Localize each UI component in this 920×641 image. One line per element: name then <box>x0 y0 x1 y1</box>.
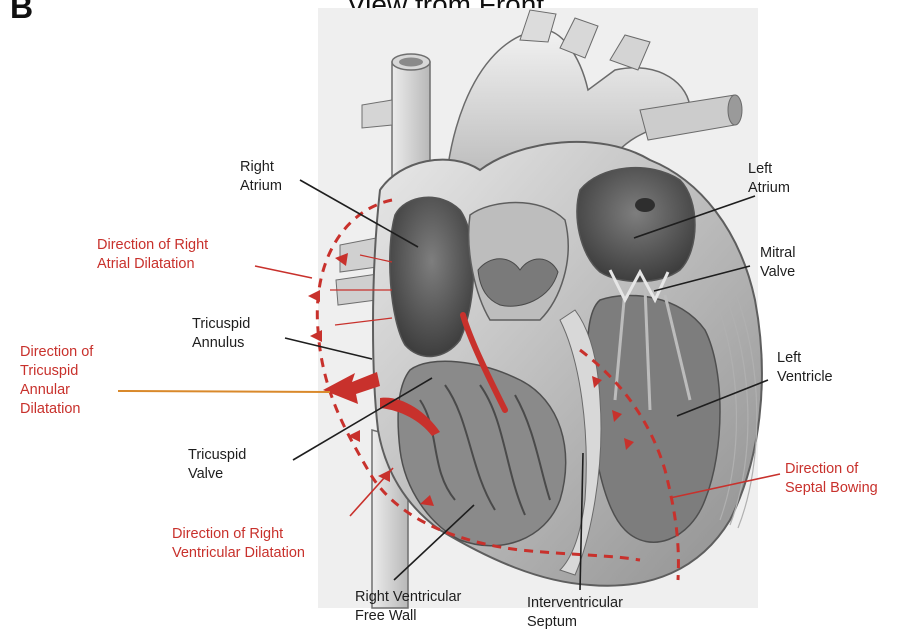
septal-bowing-label: Direction of Septal Bowing <box>785 460 878 498</box>
right-atrium-cavity <box>390 197 474 356</box>
left-ventricle-label: Left Ventricle <box>777 349 833 387</box>
mitral-valve-label: Mitral Valve <box>760 244 795 282</box>
left-atrium-cavity <box>577 168 695 282</box>
right-ventricular-dilatation-label: Direction of Right Ventricular Dilatatio… <box>172 525 305 563</box>
right-ventricular-free-wall-label: Right Ventricular Free Wall <box>355 588 461 626</box>
pulmonary-vein-opening <box>635 198 655 212</box>
left-atrium-label: Left Atrium <box>748 160 790 198</box>
right-atrium-label: Right Atrium <box>240 158 282 196</box>
right-atrial-dilatation-label: Direction of Right Atrial Dilatation <box>97 236 208 274</box>
tricuspid-annular-dilatation-label: Direction of Tricuspid Annular Dilatatio… <box>20 343 93 419</box>
tricuspid-annulus-label: Tricuspid Annulus <box>192 315 250 353</box>
tricuspid-valve-label: Tricuspid Valve <box>188 446 246 484</box>
interventricular-septum-label: Interventricular Septum <box>527 594 623 632</box>
annular-leader-line <box>118 391 330 392</box>
